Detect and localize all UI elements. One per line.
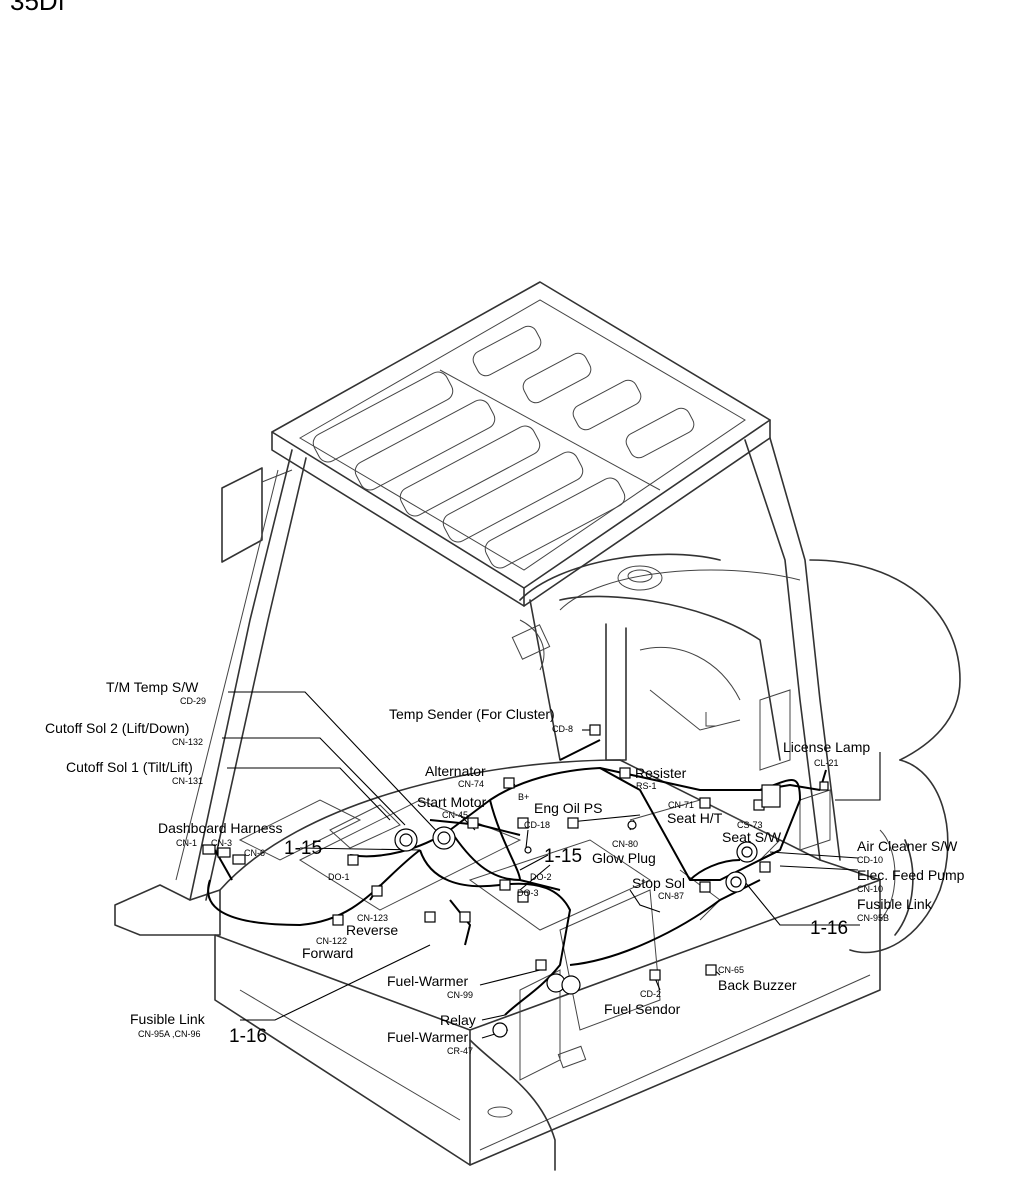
connectors: [202, 724, 829, 1038]
code-cr-47: CR-47: [447, 1046, 473, 1056]
code-cn-3: CN-3: [211, 838, 232, 848]
code-b-plus: B+: [518, 792, 529, 802]
component-labels: T/M Temp S/W CD-29 Cutoff Sol 2 (Lift/Do…: [45, 679, 965, 1056]
label-relay: Relay: [440, 1012, 476, 1028]
ref-1-16-right: 1-16: [810, 918, 848, 939]
label-tm-temp-sw: T/M Temp S/W: [106, 679, 199, 695]
code-cn-71: CN-71: [668, 800, 694, 810]
code-cn-123: CN-123: [357, 913, 388, 923]
forklift-illustration: [114, 281, 961, 1171]
label-forward: Forward: [302, 945, 353, 961]
code-cd-10: CD-10: [857, 855, 883, 865]
code-cn-87: CN-87: [658, 891, 684, 901]
label-start-motor: Start Motor: [417, 794, 487, 810]
ref-1-16-left: 1-16: [229, 1026, 267, 1047]
label-fuel-sendor: Fuel Sendor: [604, 1001, 681, 1017]
label-reverse: Reverse: [346, 922, 398, 938]
code-cn-45: CN-45: [442, 810, 468, 820]
ref-1-15-center: 1-15: [544, 846, 582, 867]
label-dashboard-harness: Dashboard Harness: [158, 820, 283, 836]
label-alternator: Alternator: [425, 763, 486, 779]
code-do-3: DO-3: [517, 888, 539, 898]
code-cn-132: CN-132: [172, 737, 203, 747]
code-cd-18: CD-18: [524, 820, 550, 830]
label-back-buzzer: Back Buzzer: [718, 977, 797, 993]
code-cd-29: CD-29: [180, 696, 206, 706]
label-air-cleaner-sw: Air Cleaner S/W: [857, 838, 958, 854]
code-cn-99: CN-99: [447, 990, 473, 1000]
label-seat-sw: Seat S/W: [722, 829, 782, 845]
label-eng-oil-ps: Eng Oil PS: [534, 800, 602, 816]
label-fusible-link-right: Fusible Link: [857, 896, 933, 912]
label-fuel-warmer: Fuel-Warmer: [387, 973, 468, 989]
label-fusible-link-left: Fusible Link: [130, 1011, 206, 1027]
code-do-2: DO-2: [530, 872, 552, 882]
label-cutoff-sol-2: Cutoff Sol 2 (Lift/Down): [45, 720, 189, 736]
code-cd-8: CD-8: [552, 724, 573, 734]
label-temp-sender: Temp Sender (For Cluster): [389, 706, 555, 722]
page-header: 35Df: [10, 0, 66, 16]
code-cn-1: CN-1: [176, 838, 197, 848]
leader-lines: [222, 691, 881, 1039]
code-do-1: DO-1: [328, 872, 350, 882]
code-cn-74: CN-74: [458, 779, 484, 789]
wire-harness: [207, 739, 827, 1016]
code-cn-95a-cn-96: CN-95A ,CN-96: [138, 1029, 201, 1039]
code-cn-122: CN-122: [316, 936, 347, 946]
code-cd-2: CD-2: [640, 989, 661, 999]
label-glow-plug: Glow Plug: [592, 850, 656, 866]
label-seat-ht: Seat H/T: [667, 810, 723, 826]
code-cn-95b: CN-95B: [857, 913, 889, 923]
code-cn-131: CN-131: [172, 776, 203, 786]
code-cn-80: CN-80: [612, 839, 638, 849]
code-cn-10: CN-10: [857, 884, 883, 894]
code-cn-65: CN-65: [718, 965, 744, 975]
label-stop-sol: Stop Sol: [632, 875, 685, 891]
ref-1-15-left: 1-15: [284, 838, 322, 859]
label-resister: Resister: [635, 765, 687, 781]
label-fuel-warmer-2: Fuel-Warmer: [387, 1029, 468, 1045]
label-elec-feed-pump: Elec. Feed Pump: [857, 867, 965, 883]
code-cn-6: CN-6: [244, 848, 265, 858]
code-rs-1: RS-1: [636, 781, 657, 791]
label-cutoff-sol-1: Cutoff Sol 1 (Tilt/Lift): [66, 759, 193, 775]
code-cs-73: CS-73: [737, 820, 763, 830]
label-license-lamp: License Lamp: [783, 739, 870, 755]
code-cl-21: CL-21: [814, 758, 839, 768]
